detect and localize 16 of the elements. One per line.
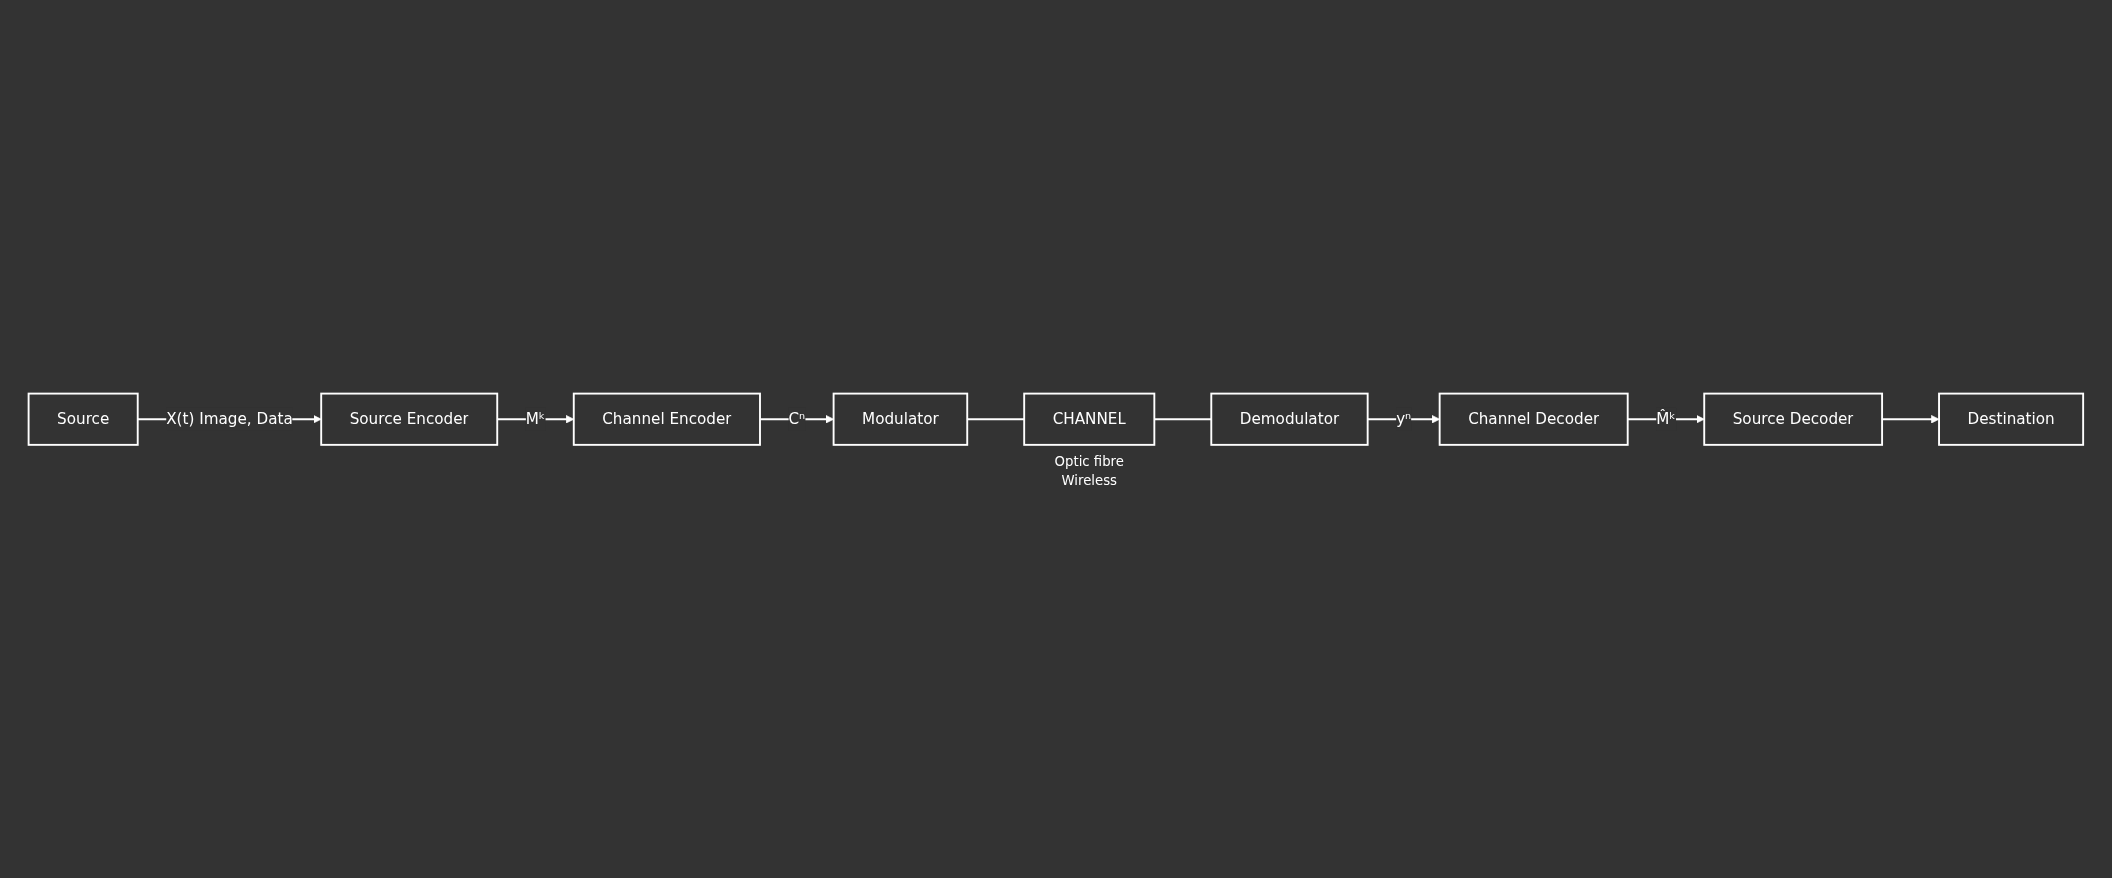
edge-label: yⁿ <box>1396 409 1412 428</box>
channel-note: Optic fibre <box>1054 453 1125 469</box>
node-box: Source Encoder <box>320 392 499 446</box>
node-box: Demodulator <box>1210 392 1369 446</box>
node-box: Source <box>27 392 139 446</box>
node-box: Source Decoder <box>1703 392 1884 446</box>
channel-note: Wireless <box>1061 472 1118 488</box>
edge-label: Cⁿ <box>788 409 806 428</box>
edge-label: M̂ᵏ <box>1656 409 1676 428</box>
node-box: Modulator <box>832 392 969 446</box>
node-box: Destination <box>1938 392 2085 446</box>
node-box: Channel Decoder <box>1438 392 1629 446</box>
node-box: CHANNEL <box>1023 392 1156 446</box>
edge-label: Mᵏ <box>525 409 546 428</box>
node-box: Channel Encoder <box>572 392 762 446</box>
edge-label: X(t) Image, Data <box>166 409 293 428</box>
